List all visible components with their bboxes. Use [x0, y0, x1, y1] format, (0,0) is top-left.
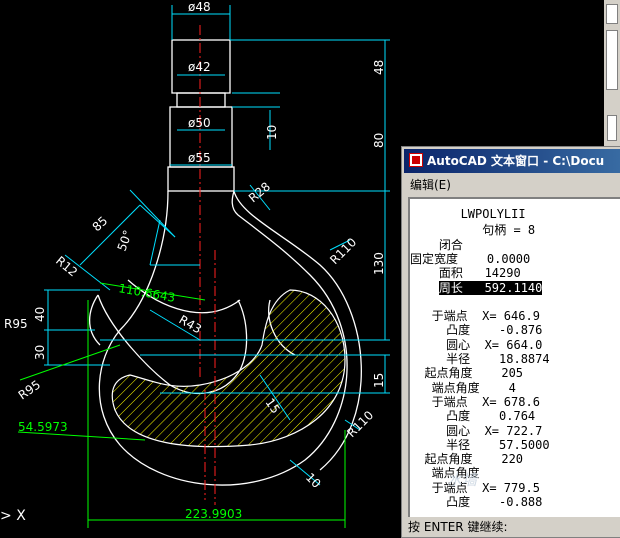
selected-text: 周长 592.1140: [438, 280, 543, 295]
dim-d48: ø48: [188, 0, 211, 14]
dim-d42: ø42: [188, 60, 211, 74]
text-line: 端点角度: [410, 466, 480, 481]
dim-v10: 10: [265, 125, 279, 140]
text-line: 于端点 X= 678.6: [410, 394, 540, 409]
watermark-text: 水墙: [447, 471, 478, 489]
dim-r110-top: R110: [327, 235, 359, 267]
dim-r95-b: R95: [16, 377, 43, 402]
text-line: 闭合: [410, 237, 463, 252]
text-output-area[interactable]: LWPOLYLII 句柄 = 8 闭合固定宽度 0.0000 面积 14290 …: [408, 197, 620, 517]
background-window-fragment: [604, 0, 620, 148]
dim-85: 85: [90, 214, 111, 235]
dim-v40: 40: [33, 307, 47, 322]
dim-v30: 30: [33, 345, 47, 360]
dim-v48: 48: [372, 60, 386, 75]
autocad-app-icon: [409, 153, 423, 167]
autocad-text-window[interactable]: AutoCAD 文本窗口 - C:\Docu 编辑(E) LWPOLYLII 句…: [401, 146, 620, 538]
hatched-section: [111, 289, 346, 448]
dim-223-9903: 223.9903: [185, 507, 242, 521]
dim-v15: 15: [372, 373, 386, 388]
dim-r12: R12: [53, 254, 80, 280]
text-line: 半径 57.5000: [410, 437, 550, 452]
text-line: 起点角度 205: [410, 366, 524, 381]
scroll-track[interactable]: [606, 30, 618, 90]
text-window-title: AutoCAD 文本窗口 - C:\Docu: [427, 154, 605, 168]
text-line: 圆心 X= 722.7: [410, 423, 543, 438]
ucs-icon: > X: [0, 508, 26, 524]
text-window-titlebar[interactable]: AutoCAD 文本窗口 - C:\Docu: [404, 149, 620, 173]
command-prompt[interactable]: 按 ENTER 键继续:: [408, 520, 508, 534]
text-line: 句柄 = 8: [410, 223, 536, 238]
dim-r95-a: R95: [4, 317, 28, 331]
text-line: 凸度 0.764: [410, 409, 536, 424]
text-line: 凸度 -0.876: [410, 323, 543, 338]
text-line: LWPOLYLII: [410, 207, 526, 221]
dim-54-5973: 54.5973: [18, 420, 68, 434]
text-line: 圆心 X= 664.0: [410, 337, 543, 352]
text-line: 凸度 -0.888: [410, 495, 543, 509]
dimension-lines: [44, 5, 390, 486]
dim-angle-50: 50°: [115, 228, 135, 253]
dim-d55: ø55: [188, 151, 211, 165]
center-lines: [199, 25, 216, 505]
text-line: 于端点 X= 779.5: [410, 480, 540, 495]
menu-edit[interactable]: 编辑(E): [410, 178, 451, 192]
scroll-up-button[interactable]: [606, 4, 618, 24]
dim-v130: 130: [372, 252, 386, 275]
text-line: 于端点 X= 646.9: [410, 309, 540, 324]
dim-r28: R28: [246, 179, 273, 205]
scroll-thumb[interactable]: [607, 115, 617, 141]
dim-r110-bottom: R110: [344, 408, 376, 440]
ucs-x-label: X: [16, 508, 26, 524]
text-line: 面积 14290: [410, 266, 521, 281]
text-window-menubar: 编辑(E): [404, 175, 620, 195]
text-line: 周长 592.1140: [410, 279, 543, 296]
dim-v80: 80: [372, 133, 386, 148]
green-dimension-lines: [17, 282, 346, 528]
text-line: 固定宽度 0.0000: [410, 251, 531, 266]
dim-110-6643: 110.6643: [117, 281, 176, 305]
text-line: 起点角度 220: [410, 452, 524, 467]
text-line: 半径 18.8874: [410, 352, 550, 366]
dim-d50: ø50: [188, 116, 211, 130]
text-line: 端点角度 4: [410, 380, 516, 395]
